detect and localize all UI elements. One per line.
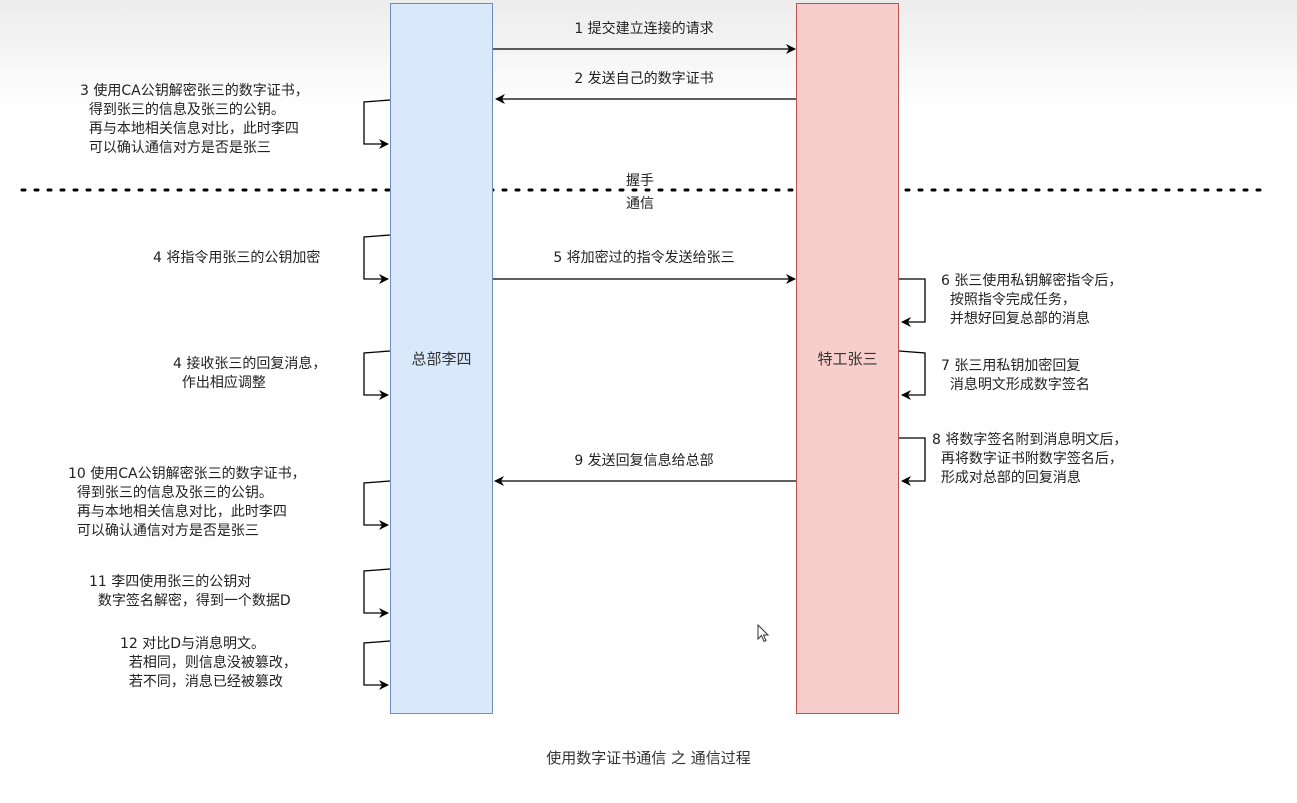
divider-label-communication: 通信 (626, 196, 654, 212)
self-loop-10 (363, 480, 391, 530)
self-loop-11 (363, 568, 391, 618)
note-11: 11 李四使用张三的公钥对 数字签名解密，得到一个数据D (89, 574, 291, 609)
lane-headquarters-lisi[interactable]: 总部李四 (390, 3, 493, 714)
message-2-label: 2 发送自己的数字证书 (574, 71, 714, 87)
self-loop-7 (898, 350, 926, 400)
note-12: 12 对比D与消息明文。 若相同，则信息没被篡改， 若不同，消息已经被篡改 (120, 636, 297, 690)
message-1-label: 1 提交建立连接的请求 (574, 21, 714, 37)
lane-right-label: 特工张三 (817, 350, 878, 368)
note-4b: 4 接收张三的回复消息， 作出相应调整 (173, 356, 327, 391)
diagram-caption: 使用数字证书通信 之 通信过程 (546, 749, 751, 767)
self-loop-6 (899, 278, 926, 327)
note-4a: 4 将指令用张三的公钥加密 (153, 250, 321, 266)
message-9-label: 9 发送回复信息给总部 (574, 453, 714, 469)
note-7: 7 张三用私钥加密回复 消息明文形成数字签名 (941, 358, 1090, 393)
note-8: 8 将数字签名附到消息明文后， 再将数字证书附数字签名后， 形成对总部的回复消息 (932, 432, 1128, 486)
note-10: 10 使用CA公钥解密张三的数字证书， 得到张三的信息及张三的公钥。 再与本地相… (68, 466, 306, 539)
note-6: 6 张三使用私钥解密指令后， 按照指令完成任务， 并想好回复总部的消息 (941, 273, 1123, 327)
self-loop-8 (899, 437, 926, 486)
message-5-label: 5 将加密过的指令发送给张三 (553, 250, 735, 266)
self-loop-4a (363, 234, 391, 284)
self-loop-4b (363, 350, 391, 400)
self-loop-3 (363, 99, 391, 149)
lane-agent-zhangsan[interactable]: 特工张三 (796, 3, 899, 714)
note-3: 3 使用CA公钥解密张三的数字证书， 得到张三的信息及张三的公钥。 再与本地相关… (80, 83, 309, 156)
lane-left-label: 总部李四 (411, 350, 472, 368)
divider-label-handshake: 握手 (626, 173, 654, 189)
mouse-cursor-icon (757, 624, 770, 643)
self-loop-12 (363, 640, 391, 690)
